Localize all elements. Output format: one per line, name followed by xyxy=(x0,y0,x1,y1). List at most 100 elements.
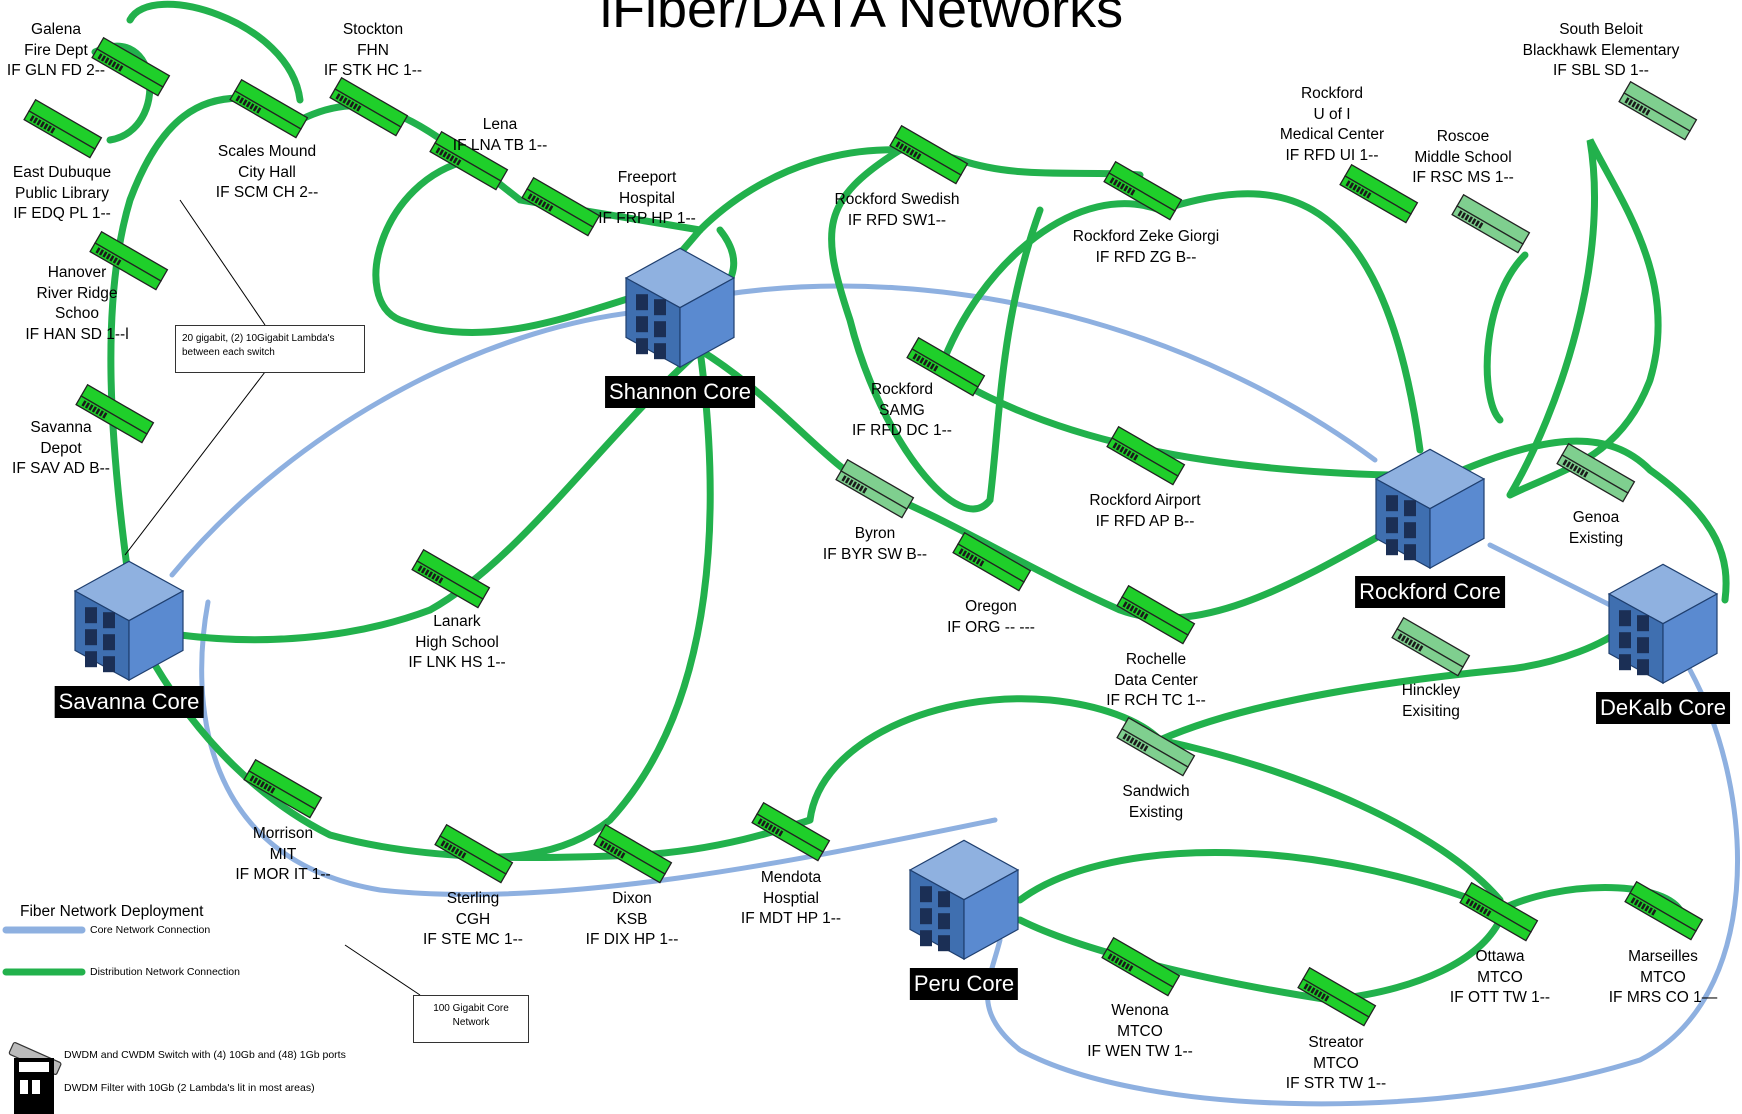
site-label-stockton: Stockton FHN IF STK HC 1-- xyxy=(323,21,423,79)
switch-icon-rochelle xyxy=(1116,584,1196,645)
site-label-lena: Lena IF LNA TB 1-- xyxy=(452,116,548,154)
core-label-rockford: Rockford Core xyxy=(1355,576,1505,608)
site-label-freeport: Freeport Hospital IF FRP HP 1-- xyxy=(598,169,696,227)
site-label-dixon: Dixon KSB IF DIX HP 1-- xyxy=(585,890,679,948)
site-label-streator: Streator MTCO IF STR TW 1-- xyxy=(1285,1034,1387,1092)
site-label-samg: Rockford SAMG IF RFD DC 1-- xyxy=(852,381,952,439)
switch-icon-ottawa xyxy=(1459,881,1539,942)
switch-icon-rfdswedish xyxy=(889,124,969,185)
core-label-savanna: Savanna Core xyxy=(54,686,204,718)
legend-switch-label: DWDM and CWDM Switch with (4) 10Gb and (… xyxy=(64,1049,346,1061)
callout-line xyxy=(124,371,266,556)
switch-icon-sterling xyxy=(434,823,514,884)
site-label-sandwich: Sandwich Existing xyxy=(1122,783,1190,821)
site-label-rfdui: Rockford U of I Medical Center IF RFD UI… xyxy=(1279,85,1385,164)
switch-icon-roscoe xyxy=(1451,193,1531,254)
core-node-savanna xyxy=(73,560,185,682)
site-label-eastdub: East Dubuque Public Library IF EDQ PL 1-… xyxy=(12,164,112,222)
switch-icon-oregon xyxy=(952,531,1032,592)
legend-core-label: Core Network Connection xyxy=(90,924,211,936)
switch-icon-freeport xyxy=(521,176,601,237)
switch-icon-morrison xyxy=(243,758,323,819)
core-label-peru: Peru Core xyxy=(909,968,1019,1000)
switch-icon-lena xyxy=(429,130,509,191)
distribution-link xyxy=(1436,437,1730,604)
site-label-hinckley: Hinckley Exisiting xyxy=(1401,682,1461,720)
core-link xyxy=(717,283,1378,463)
switch-icon-scales xyxy=(229,78,309,139)
callout-line xyxy=(179,199,266,326)
site-label-lanark: Lanark High School IF LNK HS 1-- xyxy=(408,613,506,671)
core-link xyxy=(985,667,1740,1107)
site-label-genoa: Genoa Existing xyxy=(1568,509,1624,547)
switch-icon-marseilles xyxy=(1624,880,1704,941)
core-node-rockford xyxy=(1374,448,1486,570)
site-label-sbeloit: South Beloit Blackhawk Elementary IF SBL… xyxy=(1522,21,1680,79)
switch-icon-dixon xyxy=(593,823,673,884)
site-label-airport: Rockford Airport IF RFD AP B-- xyxy=(1089,492,1201,530)
lambda-note: 20 gigabit, (2) 10Gigabit Lambda's betwe… xyxy=(175,325,365,373)
site-label-scales: Scales Mound City Hall IF SCM CH 2-- xyxy=(215,143,319,201)
site-label-savdepot: Savanna Depot IF SAV AD B-- xyxy=(12,419,110,477)
core-link xyxy=(169,307,663,578)
switch-icon-wenona xyxy=(1101,936,1181,997)
switch-icon-samg xyxy=(906,336,986,397)
site-label-ottawa: Ottawa MTCO IF OTT TW 1-- xyxy=(1449,948,1551,1006)
core-note: 100 Gigabit Core Network xyxy=(413,995,529,1043)
distribution-link xyxy=(1156,736,1504,904)
site-label-zeke: Rockford Zeke Giorgi IF RFD ZG B-- xyxy=(1072,228,1220,266)
site-label-hanover: Hanover River Ridge Schoo IF HAN SD 1--l xyxy=(25,264,129,343)
site-label-rochelle: Rochelle Data Center IF RCH TC 1-- xyxy=(1106,651,1206,709)
distribution-link xyxy=(126,0,304,104)
switch-icon-zeke xyxy=(1103,160,1183,221)
site-label-wenona: Wenona MTCO IF WEN TW 1-- xyxy=(1087,1002,1193,1060)
site-label-galena: Galena Fire Dept IF GLN FD 2-- xyxy=(6,21,106,79)
site-label-roscoe: Roscoe Middle School IF RSC MS 1-- xyxy=(1412,128,1514,186)
switch-icon-savdepot xyxy=(75,383,155,444)
distribution-link xyxy=(107,94,304,579)
core-label-shannon: Shannon Core xyxy=(605,376,755,408)
core-node-shannon xyxy=(624,247,736,369)
distribution-link xyxy=(1016,916,1504,1004)
distribution-link xyxy=(1506,138,1662,499)
distribution-link xyxy=(456,346,714,861)
site-label-rfdswedish: Rockford Swedish IF RFD SW1-- xyxy=(834,191,960,229)
page-title: iFiber/DATA Networks xyxy=(600,0,1124,39)
core-node-dekalb xyxy=(1607,563,1719,685)
site-label-morrison: Morrison MIT IF MOR IT 1-- xyxy=(235,825,331,883)
site-label-byron: Byron IF BYR SW B-- xyxy=(822,525,928,563)
switch-icon-airport xyxy=(1106,425,1186,486)
switch-icon-stockton xyxy=(329,76,409,137)
switch-icon-streator xyxy=(1297,966,1377,1027)
legend-filter-label: DWDM Filter with 10Gb (2 Lambda's lit in… xyxy=(64,1082,315,1094)
distribution-link xyxy=(372,156,644,337)
switch-icon-genoa xyxy=(1556,442,1636,503)
switch-icon-mendota xyxy=(751,801,831,862)
distribution-link xyxy=(1156,626,1624,744)
legend-dist-label: Distribution Network Connection xyxy=(90,966,240,978)
switch-icon-hinckley xyxy=(1391,616,1471,677)
callout-line xyxy=(344,944,421,996)
switch-icon-lanark xyxy=(411,548,491,609)
switch-icon-rfdui xyxy=(1339,163,1419,224)
site-label-oregon: Oregon IF ORG -- --- xyxy=(947,598,1035,636)
distribution-link xyxy=(806,695,1164,824)
switch-icon-sandwich xyxy=(1116,716,1196,777)
distribution-link xyxy=(828,146,1044,513)
switch-icon-byron xyxy=(835,458,915,519)
legend-heading: Fiber Network Deployment xyxy=(20,903,204,920)
switch-icon-hanover xyxy=(89,230,169,291)
distribution-link xyxy=(696,346,1394,622)
distribution-link xyxy=(176,606,434,644)
site-label-mendota: Mendota Hosptial IF MDT HP 1-- xyxy=(740,869,842,927)
distribution-link xyxy=(1016,849,1684,914)
distribution-link xyxy=(1483,251,1529,424)
core-label-dekalb: DeKalb Core xyxy=(1596,692,1730,724)
switch-icon-eastdub xyxy=(23,98,103,159)
core-node-peru xyxy=(908,839,1020,961)
switch-icon-sbeloit xyxy=(1618,80,1698,141)
site-label-marseilles: Marseilles MTCO IF MRS CO 1— xyxy=(1608,948,1718,1006)
site-label-sterling: Sterling CGH IF STE MC 1-- xyxy=(423,890,523,948)
